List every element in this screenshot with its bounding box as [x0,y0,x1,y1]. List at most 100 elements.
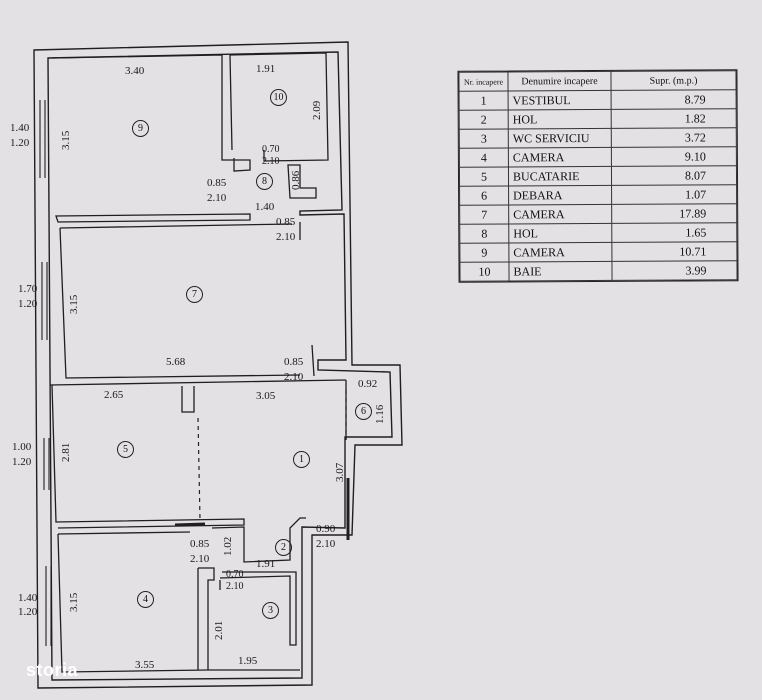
dimension-label: 3.15 [60,130,72,150]
legend-header-row: Nr. incapere Denumire incapere Supr. (m.… [458,70,737,92]
outer-wall-outline [33,41,403,689]
dimension-label: 1.02 [222,536,234,556]
legend-nr: 9 [459,242,509,263]
legend-nr: 8 [459,223,509,244]
legend-header-nr: Nr. incapere [458,71,509,92]
dimension-label: 2.10 [284,371,304,383]
window-dimension-label: 1.20 [12,456,32,468]
dimension-label: 3.15 [68,294,80,314]
room-legend-table: Nr. incapere Denumire incapere Supr. (m.… [457,69,739,283]
wall-room-9 [51,54,251,172]
dimension-label: 2.10 [316,538,336,550]
room-number-7: 7 [186,286,203,303]
dimension-label: 2.10 [190,553,210,565]
dimension-label: 1.91 [256,558,276,570]
dimension-label: 1.16 [374,404,386,424]
legend-nr: 10 [459,261,510,282]
room-number-10: 10 [270,89,287,106]
room-number-8: 8 [256,173,273,190]
wall-room-10 [229,52,329,162]
legend-area: 17.89 [611,203,737,224]
legend-nr: 1 [459,90,509,111]
dimension-label: 3.05 [256,390,276,402]
dimension-label: 3.40 [125,65,145,77]
legend-room-name: DEBARA [508,185,612,205]
legend-room-name: WC SERVICIU [508,128,612,148]
legend-header-area: Supr. (m.p.) [610,70,737,91]
room-number-6: 6 [355,403,372,420]
legend-room-name: BAIE [508,261,613,281]
door-mark [174,522,206,527]
dimension-label: 0.70 [226,569,244,580]
dimension-label: 0.90 [316,523,336,535]
legend-room-name: HOL [508,223,612,243]
window-dimension-label: 1.20 [18,606,38,618]
wall-hall-2 [211,517,306,563]
legend-room-name: HOL [508,109,612,129]
room-number-5: 5 [117,441,134,458]
legend-area: 1.07 [611,184,737,205]
dimension-label: 1.91 [256,63,276,75]
dimension-label: 3.15 [68,592,80,612]
wall-room-4-right [197,567,215,670]
room-number-2: 2 [275,539,292,556]
legend-area: 1.82 [611,108,737,129]
legend-nr: 5 [459,166,509,187]
legend-area: 1.65 [611,222,737,243]
dimension-label: 0.85 [284,356,304,368]
legend-area: 8.79 [611,89,737,110]
window-dimension-label: 1.70 [18,283,38,295]
dimension-label: 2.10 [262,156,280,167]
dimension-label: 0.85 [190,538,210,550]
wall-kitchen-5-notch [181,386,195,413]
dimension-label: 2.10 [207,192,227,204]
dashed-partition-kitchen [197,417,201,521]
window-dimension-label: 1.40 [10,122,30,134]
wall-hall-8 [287,164,317,199]
legend-room-name: VESTIBUL [508,90,612,110]
legend-area: 9.10 [611,146,737,167]
wall-room-9-bottom [55,213,251,223]
dimension-label: 2.10 [226,581,244,592]
room-number-1: 1 [293,451,310,468]
window-dimension-label: 1.20 [10,137,30,149]
dimension-label: 2.09 [311,100,323,120]
room-number-4: 4 [137,591,154,608]
dimension-label: 1.40 [255,201,275,213]
dimension-label: 3.55 [135,659,155,671]
legend-area: 3.99 [611,260,738,281]
legend-nr: 2 [459,109,509,130]
wall-room-7-door [311,344,315,377]
dimension-label: 0.85 [207,177,227,189]
storia-logo: storia [26,660,79,680]
wall-room-7 [59,223,301,379]
dimension-label: 2.81 [60,442,72,462]
legend-area: 8.07 [611,165,737,186]
dimension-label: 0.92 [358,378,378,390]
wall-room-4 [57,531,209,673]
legend-nr: 6 [459,185,509,206]
legend-room-name: CAMERA [508,147,612,167]
dimension-label: 3.07 [334,462,346,482]
room-number-3: 3 [262,602,279,619]
wall-wc-3 [219,571,297,646]
dimension-label: 2.10 [276,231,296,243]
dimension-label: 1.95 [238,655,258,667]
dimension-label: 2.01 [213,620,225,640]
legend-nr: 4 [459,147,509,168]
dimension-label: 0.70 [262,144,280,155]
legend-room-name: CAMERA [508,204,612,224]
dimension-label: 2.65 [104,389,124,401]
legend-area: 10.71 [611,241,737,262]
dimension-label: 0.86 [290,170,302,190]
window-dimension-label: 1.20 [18,298,38,310]
window-dimension-label: 1.00 [12,441,32,453]
